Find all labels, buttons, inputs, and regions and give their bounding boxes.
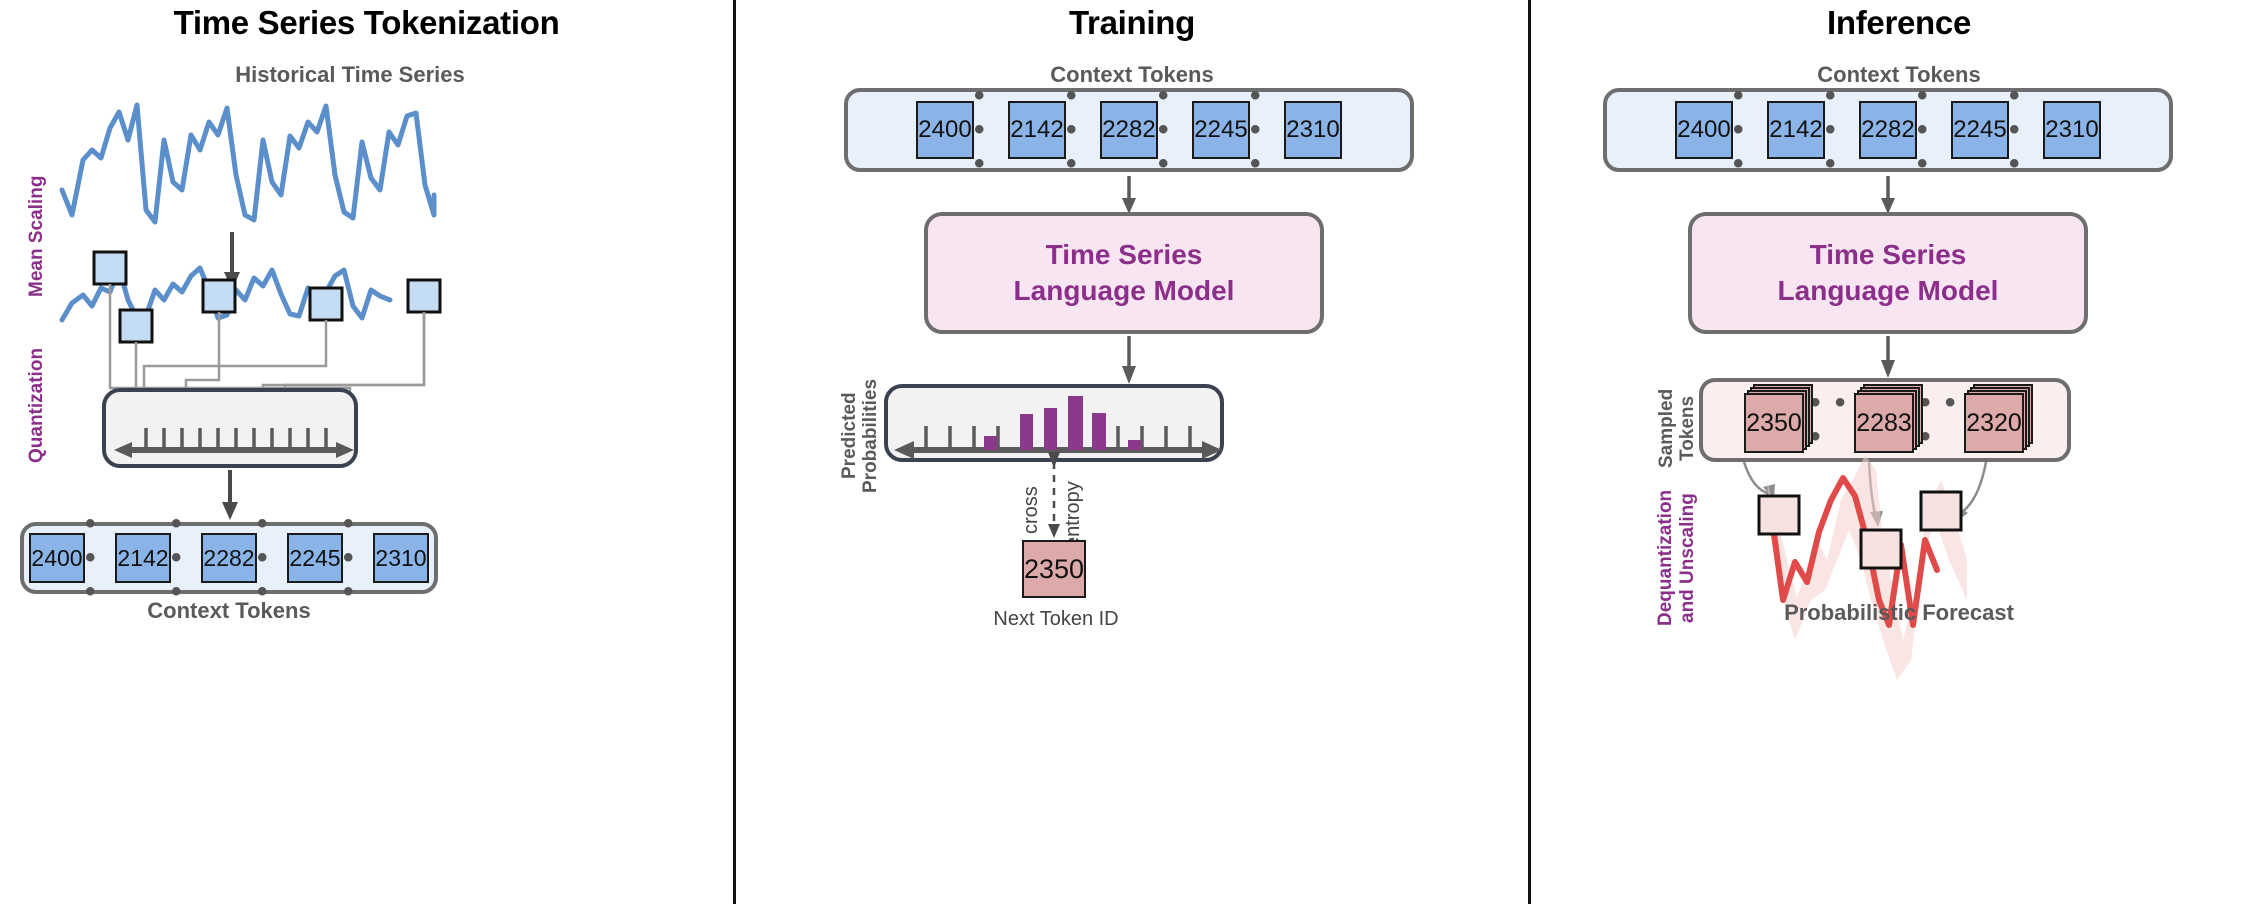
context-token-box[interactable]: 2282 bbox=[1859, 101, 1917, 159]
quantization-axis bbox=[114, 428, 354, 458]
context-tokens-strip: 2400• • •2142• • •2282• • •2245• • •2310 bbox=[20, 507, 438, 608]
sampled-token-stack[interactable]: 2320 bbox=[1964, 384, 2033, 453]
token-ellipsis: • • • bbox=[1250, 79, 1264, 180]
token-ellipsis: • • • bbox=[1825, 79, 1839, 180]
context-token-box[interactable]: 2245 bbox=[1951, 101, 2009, 159]
context-token-box[interactable]: 2400 bbox=[916, 101, 974, 159]
training-context-tokens-label: Context Tokens bbox=[1050, 62, 1214, 87]
cross-entropy-label-line2: entropy bbox=[1062, 481, 1084, 548]
inference-context-tokens-strip: 2400• • •2142• • •2282• • •2245• • •2310 bbox=[1603, 79, 2173, 180]
training-arrow-to-probs bbox=[1122, 336, 1136, 384]
sampled-token-stack[interactable]: 2350 bbox=[1744, 384, 1813, 453]
inference-model-line1: Time Series bbox=[1809, 238, 1967, 270]
cross-entropy-label-line1: cross bbox=[1020, 486, 1042, 534]
token-ellipsis: • • • bbox=[257, 507, 271, 608]
probability-bars bbox=[984, 396, 1141, 450]
context-token-box[interactable]: 2142 bbox=[115, 533, 171, 583]
panel-divider-1 bbox=[733, 0, 736, 904]
inference-arrow-to-sampled bbox=[1881, 336, 1895, 378]
sampled-token-box[interactable]: 2320 bbox=[1964, 393, 2024, 453]
inference-context-tokens-label: Context Tokens bbox=[1817, 62, 1981, 87]
training-arrow-to-model bbox=[1122, 176, 1136, 214]
probabilistic-forecast-caption: Probabilistic Forecast bbox=[1784, 600, 2014, 625]
token-ellipsis: • • • bbox=[1917, 79, 1931, 180]
training-context-tokens-strip: 2400• • •2142• • •2282• • •2245• • •2310 bbox=[844, 79, 1414, 180]
context-token-box[interactable]: 2310 bbox=[2043, 101, 2101, 159]
token-ellipsis: • • • bbox=[2009, 79, 2023, 180]
sampled-token-stack[interactable]: 2283 bbox=[1854, 384, 1923, 453]
forecast-marker-2 bbox=[1859, 528, 1903, 570]
token-ellipsis: • • • bbox=[85, 507, 99, 608]
token-ellipsis: • • • bbox=[1733, 79, 1747, 180]
forecast-marker-3 bbox=[1919, 490, 1963, 532]
context-token-box[interactable]: 2282 bbox=[1100, 101, 1158, 159]
page-title-inference: Inference bbox=[1826, 4, 1972, 41]
token-ellipsis: • • • bbox=[343, 507, 357, 608]
panel-training: Training Context Tokens 2400• • •2142• •… bbox=[736, 0, 1528, 904]
context-token-box[interactable]: 2245 bbox=[1192, 101, 1250, 159]
page-title-tokenization: Time Series Tokenization bbox=[173, 4, 560, 41]
next-token-id-caption: Next Token ID bbox=[993, 608, 1119, 630]
predicted-probabilities-panel bbox=[884, 384, 1224, 462]
context-token-box[interactable]: 2400 bbox=[29, 533, 85, 583]
panel-divider-2 bbox=[1528, 0, 1531, 904]
panel-tokenization: Time Series Tokenization Historical Time… bbox=[0, 0, 733, 904]
tokens-arrow bbox=[222, 470, 238, 520]
context-token-box[interactable]: 2142 bbox=[1767, 101, 1825, 159]
panel-inference: Inference Context Tokens 2400• • •2142• … bbox=[1531, 0, 2267, 904]
context-token-box[interactable]: 2245 bbox=[287, 533, 343, 583]
token-ellipsis: • • • bbox=[171, 507, 185, 608]
context-token-box[interactable]: 2142 bbox=[1008, 101, 1066, 159]
context-tokens-caption: Context Tokens bbox=[147, 598, 311, 623]
token-ellipsis: • • • bbox=[1066, 79, 1080, 180]
quantization-axis-panel bbox=[102, 388, 358, 468]
inference-arrow-to-model bbox=[1881, 176, 1895, 214]
context-token-box[interactable]: 2310 bbox=[373, 533, 429, 583]
token-ellipsis: • • • bbox=[1158, 79, 1172, 180]
next-token-id-box: 2350 bbox=[1022, 540, 1086, 598]
sampled-token-ellipsis: • • • bbox=[1810, 386, 1849, 453]
token-ellipsis: • • • bbox=[974, 79, 988, 180]
highlight-box-2 bbox=[118, 308, 154, 344]
forecast-marker-1 bbox=[1757, 494, 1801, 536]
mean-scaled-series-chart bbox=[59, 250, 442, 344]
sampled-token-box[interactable]: 2350 bbox=[1744, 393, 1804, 453]
inference-model-box: Time Series Language Model bbox=[1688, 212, 2088, 334]
training-model-line2: Language Model bbox=[1013, 275, 1235, 306]
page-title-training: Training bbox=[1069, 4, 1195, 41]
probabilistic-forecast-chart bbox=[1757, 455, 1967, 680]
historical-series-line bbox=[59, 102, 437, 225]
historical-series-chart bbox=[59, 102, 437, 225]
context-token-box[interactable]: 2310 bbox=[1284, 101, 1342, 159]
context-token-box[interactable]: 2282 bbox=[201, 533, 257, 583]
historical-series-label: Historical Time Series bbox=[235, 62, 465, 87]
context-token-box[interactable]: 2400 bbox=[1675, 101, 1733, 159]
predicted-probabilities-chart bbox=[894, 396, 1222, 459]
cross-entropy-connector bbox=[1048, 452, 1060, 538]
sampled-token-box[interactable]: 2283 bbox=[1854, 393, 1914, 453]
forecast-line bbox=[1768, 475, 1940, 628]
inference-model-line2: Language Model bbox=[1777, 275, 1999, 306]
sampled-tokens-strip: 2350• • •2283• • •2320 bbox=[1699, 378, 2071, 462]
training-model-box: Time Series Language Model bbox=[924, 212, 1324, 334]
sampled-token-ellipsis: • • • bbox=[1920, 386, 1959, 453]
highlight-box-4 bbox=[308, 286, 344, 322]
training-model-line1: Time Series bbox=[1045, 238, 1203, 270]
